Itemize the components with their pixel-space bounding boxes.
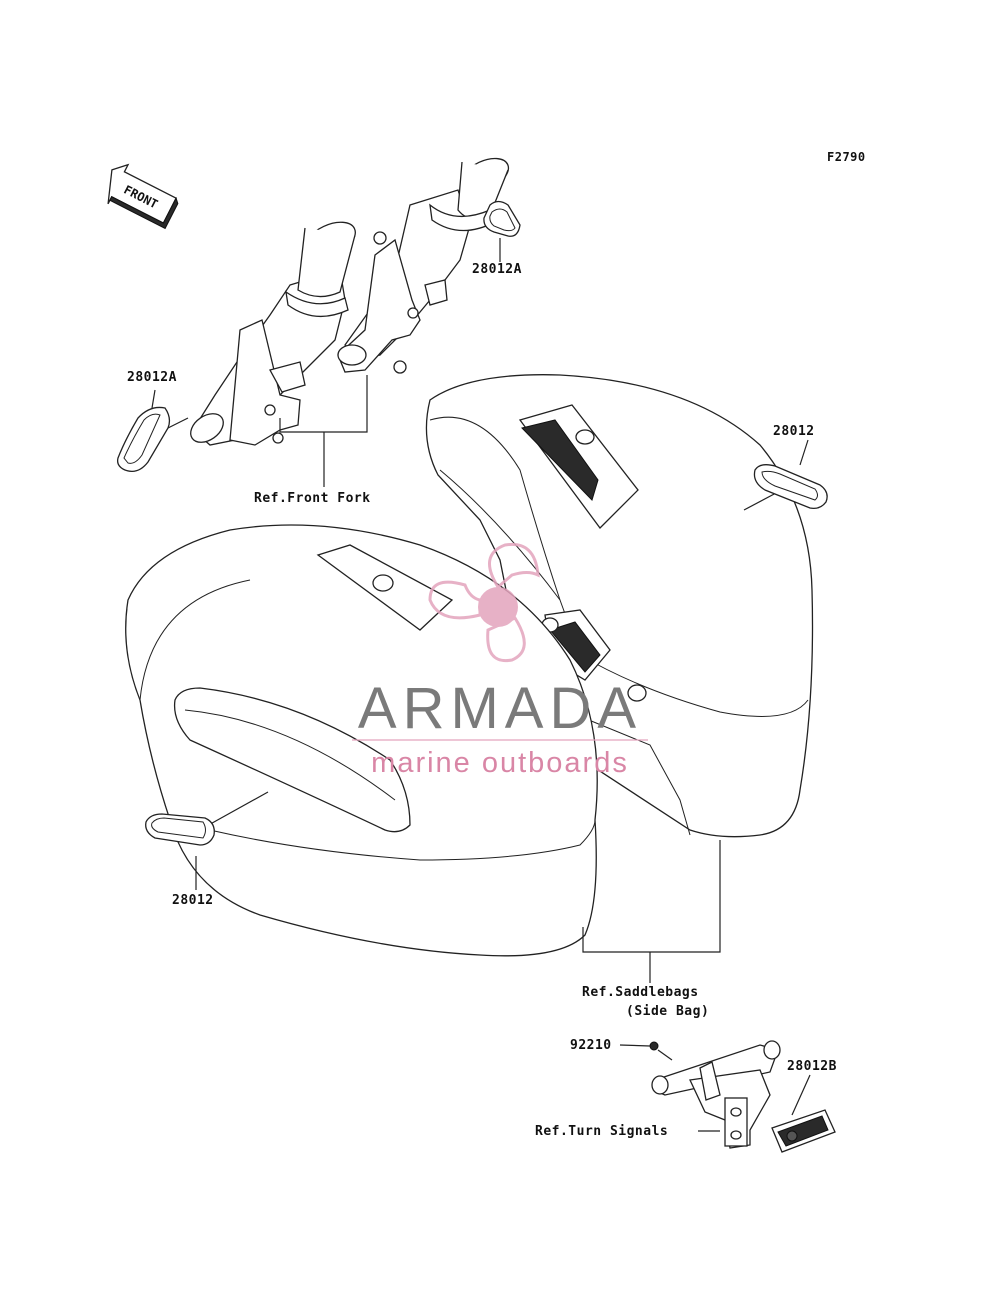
front-fork-left bbox=[190, 221, 356, 446]
reflector-28012B bbox=[771, 1109, 836, 1153]
ref-turn-signals-label: Ref.Turn Signals bbox=[535, 1124, 669, 1139]
reflector-28012-right bbox=[753, 464, 828, 510]
figure-code: F2790 bbox=[827, 150, 866, 164]
part-label-92210: 92210 bbox=[570, 1038, 612, 1053]
ref-side-bag-label: (Side Bag) bbox=[626, 1004, 710, 1019]
part-label-28012-right: 28012 bbox=[773, 424, 815, 439]
front-fork-right bbox=[337, 157, 510, 374]
ref-front-fork-label: Ref.Front Fork bbox=[254, 491, 371, 506]
reflector-28012A-top bbox=[483, 200, 521, 237]
part-label-28012-bottom: 28012 bbox=[172, 893, 214, 908]
part-label-28012B: 28012B bbox=[787, 1059, 837, 1074]
part-label-28012A-top: 28012A bbox=[472, 262, 522, 277]
reflector-28012-bottom bbox=[145, 813, 215, 846]
turn-signal-bracket bbox=[651, 1040, 781, 1149]
part-label-28012A-left: 28012A bbox=[127, 370, 177, 385]
ref-saddlebags-label: Ref.Saddlebags bbox=[582, 985, 699, 1000]
front-arrow-icon: FRONT bbox=[107, 163, 179, 230]
saddlebag-right bbox=[425, 374, 814, 838]
reflector-28012A-left bbox=[117, 406, 171, 473]
